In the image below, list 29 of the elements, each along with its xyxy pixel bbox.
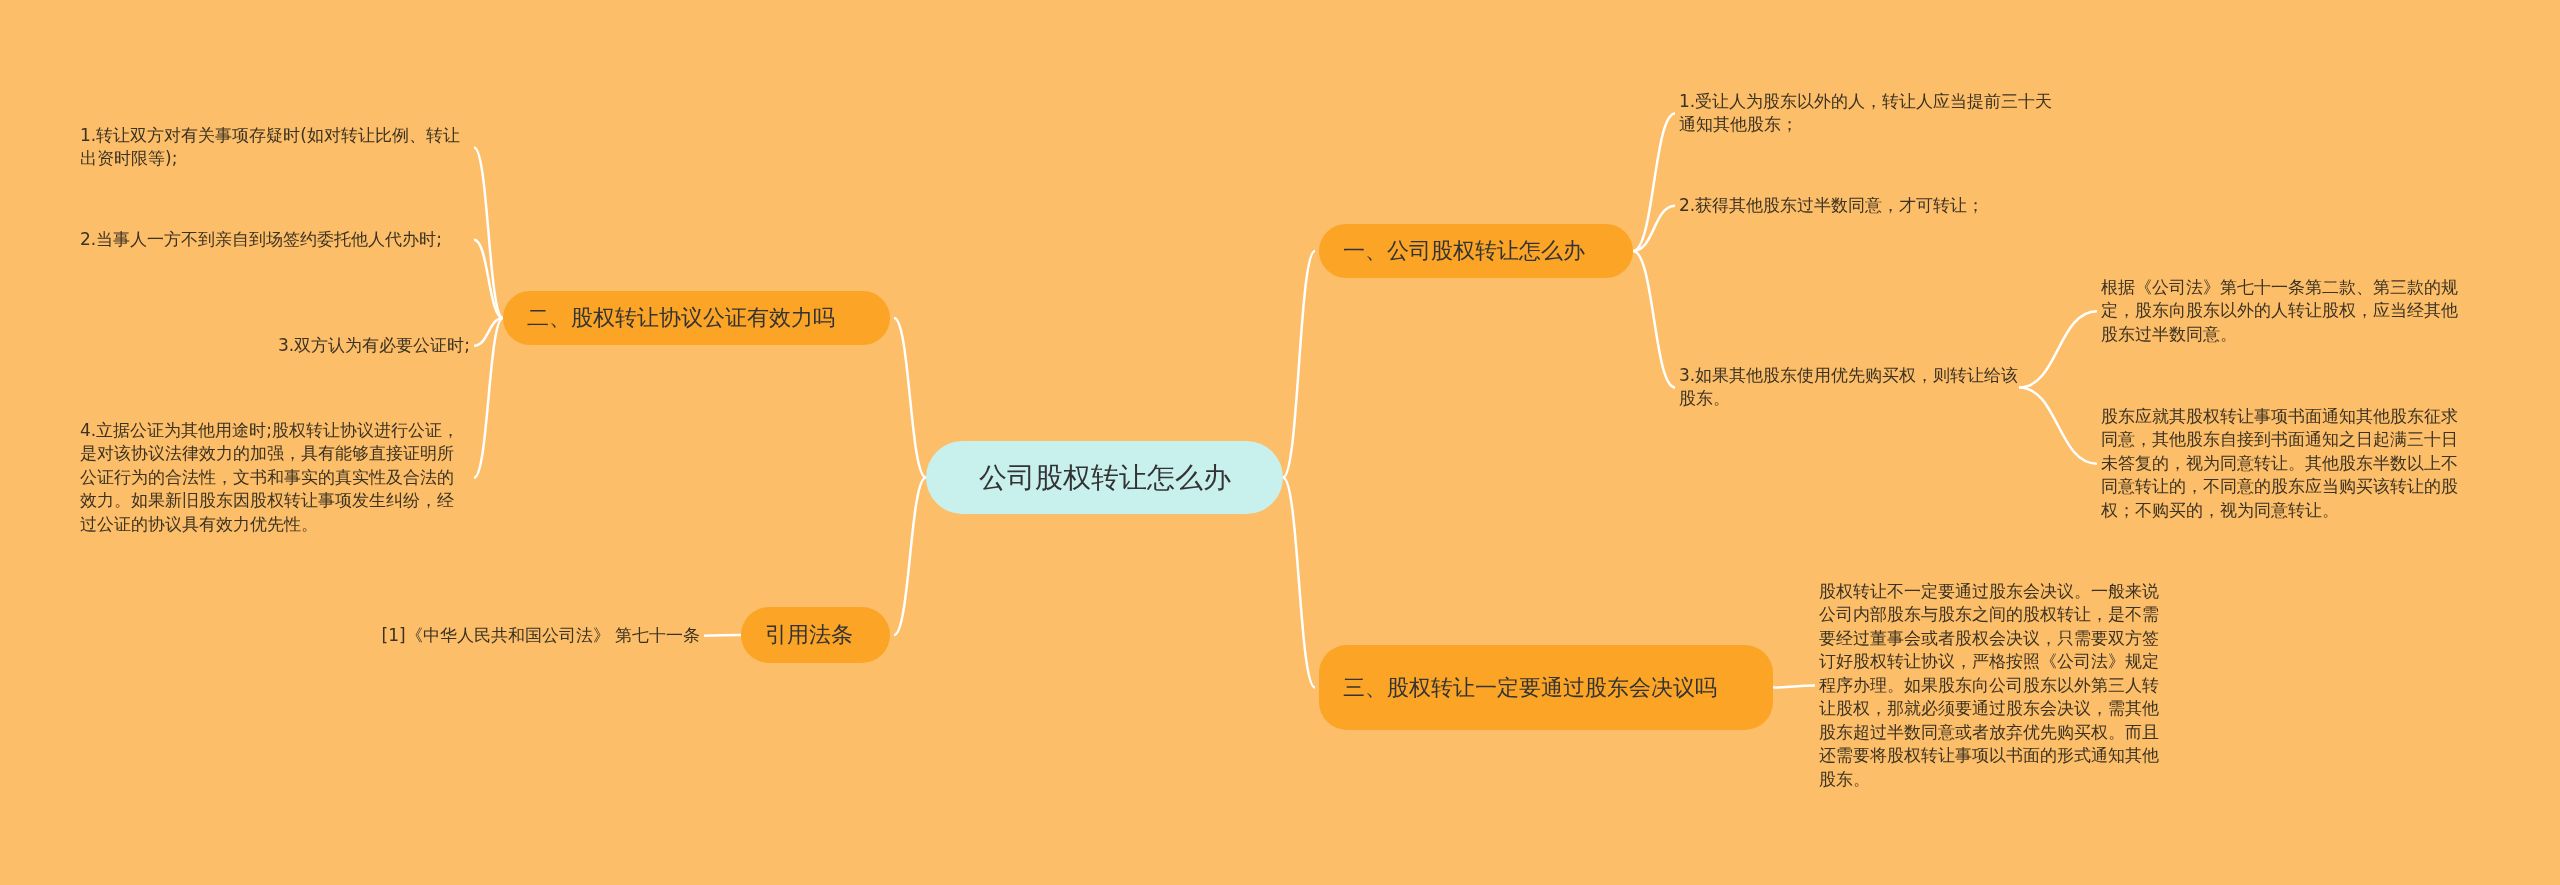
leaf-text: 1.受让人为股东以外的人，转让人应当提前三十天通知其他股东； [1679,90,2059,137]
connector-line [704,633,741,637]
topic-pill: 二、股权转让协议公证有效力吗 [503,291,890,345]
topic-pill: 一、公司股权转让怎么办 [1319,224,1633,278]
connector-line [1632,204,1676,253]
connector-line [1282,476,1316,689]
connector-line [893,317,927,479]
leaf-text: 3.如果其他股东使用优先购买权，则转让给该股东。 [1679,364,2019,411]
leaf-text: 根据《公司法》第七十一条第二款、第三款的规定，股东向股东以外的人转让股权，应当经其他股东过半数同意。 [2101,276,2466,347]
topic-pill: 三、股权转让一定要通过股东会决议吗 [1319,645,1773,730]
connector-line [2018,386,2098,465]
leaf-text: 2.当事人一方不到亲自到场签约委托他人代办时; [80,228,470,252]
central-topic-pill: 公司股权转让怎么办 [926,441,1283,514]
connector-line [1773,684,1815,689]
connector-line [1632,112,1676,253]
leaf-text: [1]《中华人民共和国公司法》 第七十一条 [340,624,700,648]
leaf-text: 股权转让不一定要通过股东会决议。一般来说公司内部股东与股东之间的股权转让，是不需要经过董事会或者股权会决议，只需要双方签订好股权转让协议，严格按照《公司法》规定程序办理。如果股东向公司股东以外第三人转让股权，那就必须要通过股东会决议，需其他股东超过半数同意或者放弃优先购买权。而且还需要将股权转让事项以书面的形式通知其他股东。 [1819,580,2169,792]
connector-line [1632,249,1676,389]
leaf-text: 2.获得其他股东过半数同意，才可转让； [1679,194,2059,218]
connector-line [473,238,504,320]
leaf-text: 3.双方认为有必要公证时; [80,334,470,358]
connector-line [473,317,504,479]
leaf-text: 4.立据公证为其他用途时;股权转让协议进行公证，是对该协议法律效力的加强，具有能够直接证明所公证行为的合法性，文书和事实的真实性及合法的效力。如果新旧股东因股权转让事项发生纠纷，经过公证的协议具有效力优先性。 [80,419,470,537]
connector-line [893,476,927,636]
connector-line [1282,250,1316,479]
topic-pill: 引用法条 [741,607,890,663]
leaf-text: 1.转让双方对有关事项存疑时(如对转让比例、转让出资时限等); [80,124,470,171]
connector-line [473,316,504,347]
leaf-text: 股东应就其股权转让事项书面通知其他股东征求同意，其他股东自接到书面通知之日起满三十日未答复的，视为同意转让。其他股东半数以上不同意转让的，不同意的股东应当购买该转让的股权；不购买的，视为同意转让。 [2101,405,2466,523]
